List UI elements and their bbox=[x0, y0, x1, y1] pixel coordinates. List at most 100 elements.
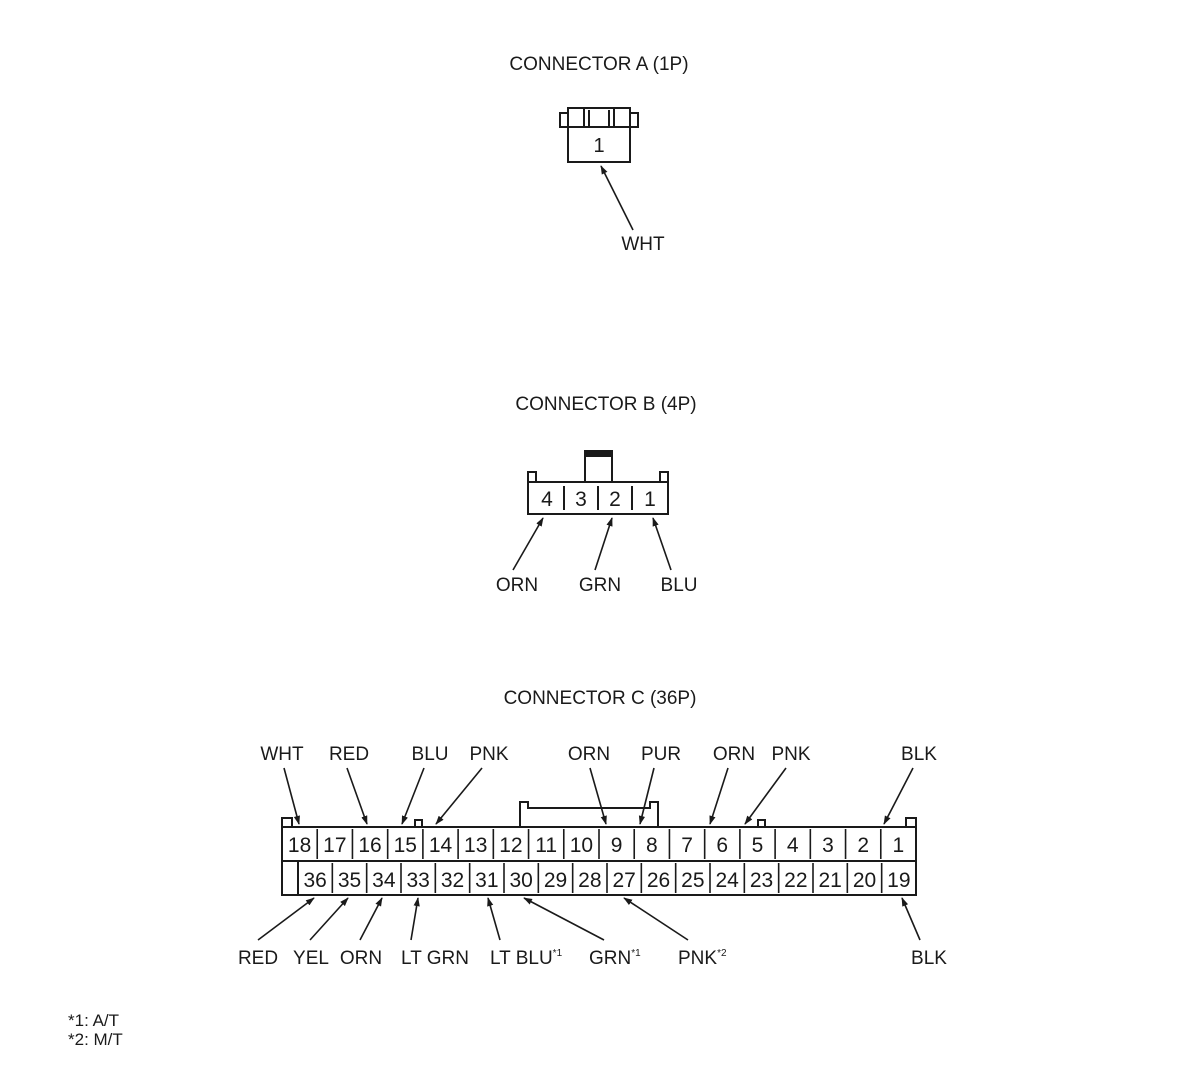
connector-c-wire-label-27: PNK*2 bbox=[678, 948, 727, 969]
footnotes: *1: A/T *2: M/T bbox=[68, 1011, 123, 1049]
connector-c-pin-21: 21 bbox=[818, 869, 841, 892]
connector-c-arrow-1 bbox=[883, 767, 914, 825]
connector-c-wire-label-36: RED bbox=[238, 948, 278, 969]
connector-b-wire-orn: ORN bbox=[496, 575, 538, 596]
connector-c-wire-label-33: LT GRN bbox=[401, 948, 469, 969]
connector-c-arrow-15 bbox=[401, 767, 425, 825]
connector-c-pin-17: 17 bbox=[323, 834, 346, 857]
connector-c-pin-14: 14 bbox=[429, 834, 453, 857]
connector-b-wire-grn: GRN bbox=[579, 575, 621, 596]
connector-c-wire-label-35: YEL bbox=[293, 948, 329, 969]
connector-c-pin-26: 26 bbox=[647, 869, 670, 892]
connector-c-pin-23: 23 bbox=[750, 869, 773, 892]
connector-a-pin-1: 1 bbox=[593, 135, 604, 157]
connector-c-pin-19: 19 bbox=[887, 869, 910, 892]
connector-c-pin-31: 31 bbox=[475, 869, 498, 892]
connector-c-arrow-8 bbox=[638, 767, 655, 825]
connector-b: CONNECTOR B (4P) 4 3 2 1 ORN GRN BLU bbox=[496, 394, 698, 596]
connector-c-pin-5: 5 bbox=[752, 834, 764, 857]
footnote-1: *1: A/T bbox=[68, 1011, 119, 1030]
connector-c-pin-18: 18 bbox=[288, 834, 311, 857]
connector-c-pin-35: 35 bbox=[338, 869, 361, 892]
connector-a-wire-label: WHT bbox=[621, 234, 665, 255]
connector-c-wire-label-9: ORN bbox=[568, 744, 610, 765]
connector-c-wire-label-18: WHT bbox=[260, 744, 304, 765]
connector-c-wire-label-31: LT BLU*1 bbox=[490, 948, 563, 969]
connector-c-wire-label-1: BLK bbox=[901, 744, 937, 765]
connector-c-wire-label-14: PNK bbox=[469, 744, 508, 765]
connector-c-pin-34: 34 bbox=[372, 869, 396, 892]
connector-b-arrow-pin-1 bbox=[652, 517, 672, 571]
connector-b-housing bbox=[527, 450, 669, 515]
connector-c-wire-label-19: BLK bbox=[911, 948, 947, 969]
connector-c-wire-label-30: GRN*1 bbox=[589, 948, 641, 969]
connector-c-arrow-34 bbox=[359, 897, 383, 941]
connector-c-pin-33: 33 bbox=[406, 869, 429, 892]
connector-c-arrow-5 bbox=[744, 767, 787, 825]
connector-c-wire-label-16: RED bbox=[329, 744, 369, 765]
connector-c-wire-label-6: ORN bbox=[713, 744, 755, 765]
connector-c-arrow-9 bbox=[589, 767, 607, 825]
connector-c-pin-10: 10 bbox=[570, 834, 593, 857]
connector-c-arrow-30 bbox=[523, 897, 605, 941]
connector-b-pin-3: 3 bbox=[575, 488, 587, 511]
connector-c-pin-13: 13 bbox=[464, 834, 487, 857]
connector-c-pin-29: 29 bbox=[544, 869, 567, 892]
connector-c-arrow-14 bbox=[435, 767, 483, 825]
connector-c-bottom-arrows bbox=[257, 897, 921, 941]
connector-c-pin-25: 25 bbox=[681, 869, 704, 892]
connector-c-arrow-16 bbox=[346, 767, 368, 825]
connector-c-pin-32: 32 bbox=[441, 869, 464, 892]
connector-c-pin-12: 12 bbox=[499, 834, 522, 857]
connector-c-pin-15: 15 bbox=[394, 834, 417, 857]
connector-c-pin-36: 36 bbox=[303, 869, 326, 892]
connector-c-top-arrows bbox=[283, 767, 914, 825]
connector-a-title: CONNECTOR A (1P) bbox=[509, 54, 688, 75]
connector-c-wire-label-8: PUR bbox=[641, 744, 681, 765]
connector-c-arrow-27 bbox=[623, 897, 689, 941]
connector-b-pin-1: 1 bbox=[644, 488, 656, 511]
connector-c-pin-11: 11 bbox=[535, 834, 557, 857]
connector-c-wire-label-5: PNK bbox=[771, 744, 810, 765]
connector-c-arrow-6 bbox=[709, 767, 729, 825]
connector-c-pin-1: 1 bbox=[893, 834, 905, 857]
connector-c-pin-2: 2 bbox=[857, 834, 869, 857]
connector-c-arrow-35 bbox=[309, 897, 349, 941]
connector-b-wire-blu: BLU bbox=[661, 575, 698, 596]
connector-c-pin-8: 8 bbox=[646, 834, 658, 857]
connector-b-arrow-pin-2 bbox=[594, 517, 613, 571]
connector-b-pin-4: 4 bbox=[541, 488, 553, 511]
connector-c-pin-30: 30 bbox=[509, 869, 532, 892]
connector-c-arrow-19 bbox=[901, 897, 921, 941]
connector-c-title: CONNECTOR C (36P) bbox=[504, 688, 697, 709]
connector-c-pin-9: 9 bbox=[611, 834, 623, 857]
connector-c-arrow-36 bbox=[257, 897, 315, 941]
connector-b-arrow-pin-4 bbox=[512, 517, 544, 571]
connector-c-pin-6: 6 bbox=[716, 834, 728, 857]
connector-c-pin-22: 22 bbox=[784, 869, 807, 892]
connector-c-pin-4: 4 bbox=[787, 834, 799, 857]
connector-a: CONNECTOR A (1P) 1 WHT bbox=[509, 54, 688, 255]
connector-c-pin-3: 3 bbox=[822, 834, 834, 857]
connector-c-wire-label-15: BLU bbox=[412, 744, 449, 765]
connector-c-arrow-31 bbox=[487, 897, 501, 941]
connector-a-arrow bbox=[600, 165, 634, 231]
connector-c-pin-16: 16 bbox=[358, 834, 381, 857]
connector-b-title: CONNECTOR B (4P) bbox=[515, 394, 696, 415]
footnote-2: *2: M/T bbox=[68, 1030, 123, 1049]
connector-b-pin-2: 2 bbox=[609, 488, 621, 511]
connector-c-pin-28: 28 bbox=[578, 869, 601, 892]
connector-c-wire-label-34: ORN bbox=[340, 948, 382, 969]
connector-c-pin-7: 7 bbox=[681, 834, 693, 857]
connector-c-pin-20: 20 bbox=[853, 869, 876, 892]
connector-c-arrow-18 bbox=[283, 767, 300, 825]
connector-c-arrow-33 bbox=[410, 897, 420, 941]
connector-a-housing bbox=[559, 107, 639, 163]
connector-c-cell-dividers bbox=[316, 829, 883, 893]
connector-c-pin-27: 27 bbox=[612, 869, 635, 892]
connector-c-housing bbox=[281, 801, 917, 896]
